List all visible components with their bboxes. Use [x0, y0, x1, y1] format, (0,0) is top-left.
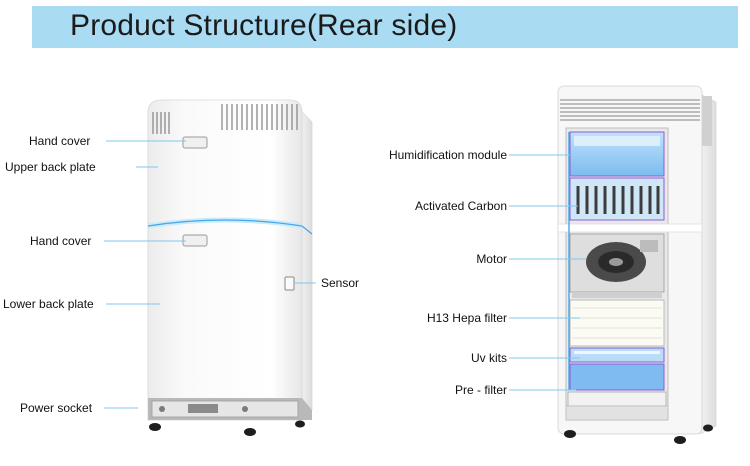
top-grille-right: [560, 99, 700, 121]
label-sensor: Sensor: [321, 276, 360, 290]
left-unit: [147, 99, 313, 436]
label-activated-carbon: Activated Carbon: [414, 199, 507, 213]
label-lower-back-plate: Lower back plate: [3, 297, 94, 311]
label-hand-cover-bottom: Hand cover: [30, 234, 92, 248]
title-banner: Product Structure(Rear side): [32, 6, 738, 48]
left-leader-lines: [104, 140, 316, 409]
page-title: Product Structure(Rear side): [70, 9, 458, 42]
right-leader-lines: [509, 154, 586, 391]
right-unit: [557, 85, 717, 444]
label-motor: Motor: [476, 252, 507, 266]
label-pre-filter: Pre - filter: [454, 383, 507, 397]
label-h13-hepa-filter: H13 Hepa filter: [426, 311, 507, 325]
label-uv-kits: Uv kits: [471, 351, 507, 365]
top-grille: [152, 104, 298, 134]
label-humidification-module: Humidification module: [388, 148, 507, 162]
label-upper-back-plate: Upper back plate: [5, 160, 96, 174]
label-hand-cover-top: Hand cover: [29, 134, 91, 148]
label-power-socket: Power socket: [20, 401, 93, 415]
